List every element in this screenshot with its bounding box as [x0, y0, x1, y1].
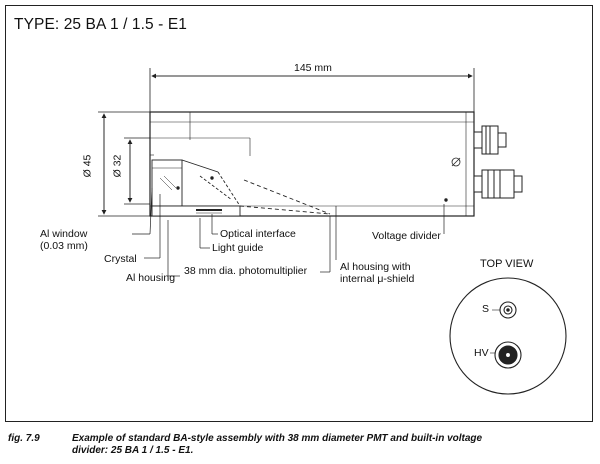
optical-interface-label: Optical interface	[220, 228, 296, 240]
length-dimension	[149, 68, 475, 112]
outer-diameter-label: Ø 45	[81, 154, 94, 178]
al-housing-shield-line1: Al housing with	[340, 261, 411, 273]
inner-diameter-label: Ø 32	[111, 154, 124, 178]
al-window-line2: (0.03 mm)	[40, 240, 88, 252]
diameter-dimensions	[98, 111, 150, 217]
type-title: TYPE: 25 BA 1 / 1.5 - E1	[14, 16, 187, 33]
connector-s	[473, 125, 507, 155]
connector-hv-label: HV	[474, 347, 489, 359]
top-view	[449, 277, 567, 395]
voltage-divider-label: Voltage divider	[372, 230, 441, 242]
photomultiplier-label: 38 mm dia. photomultiplier	[184, 265, 308, 277]
al-window-label: Al window (0.03 mm)	[40, 228, 88, 252]
al-window-line1: Al window	[40, 228, 88, 240]
al-housing-shield-line2: internal μ-shield	[340, 273, 415, 285]
screw-marks	[176, 157, 461, 202]
caption-number: fig. 7.9	[8, 433, 40, 444]
al-housing-label: Al housing	[126, 272, 176, 284]
light-guide-label: Light guide	[212, 242, 264, 254]
crystal-label: Crystal	[104, 253, 137, 265]
al-housing-shield-label: Al housing with internal μ-shield	[340, 261, 414, 285]
connector-hv	[473, 169, 523, 199]
top-view-title: TOP VIEW	[480, 258, 534, 270]
figure-frame	[5, 5, 593, 422]
caption-text: Example of standard BA-style assembly wi…	[72, 433, 483, 456]
connector-s-label: S	[482, 303, 490, 315]
housing-body	[149, 111, 475, 217]
leader-lines	[132, 187, 445, 277]
crystal-section	[151, 159, 331, 217]
length-label: 145 mm	[294, 62, 332, 74]
